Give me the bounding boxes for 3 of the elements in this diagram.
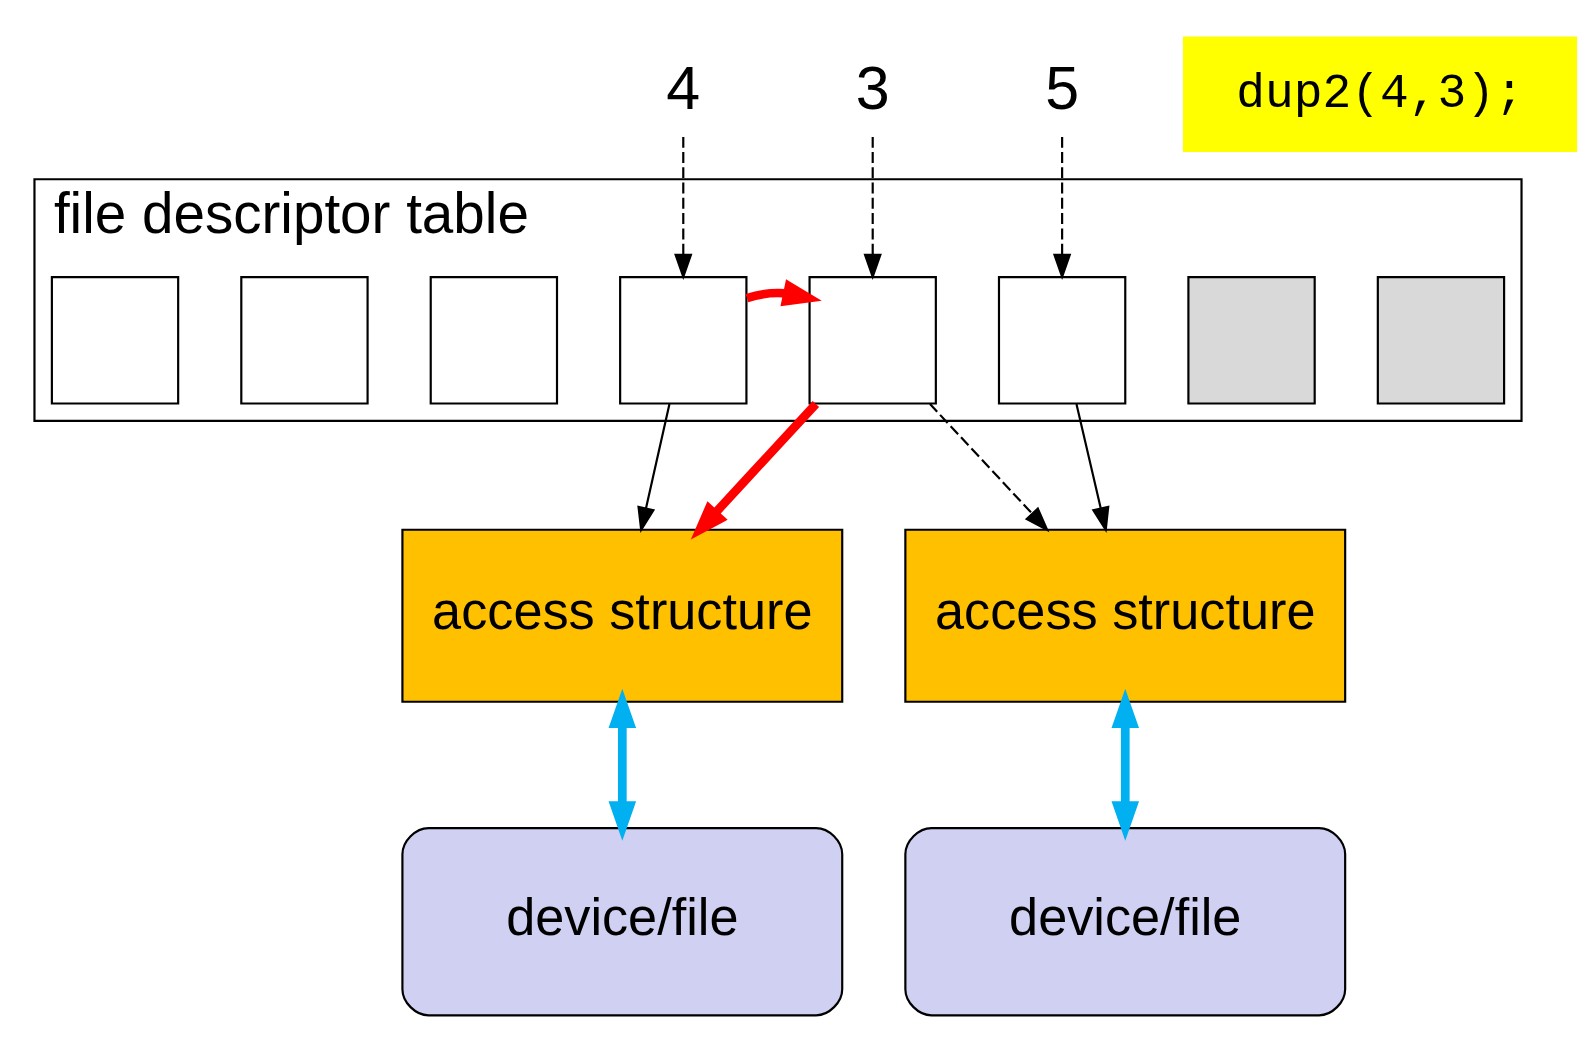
node-text: 5 <box>1045 53 1080 122</box>
node-text: 3 <box>855 53 890 122</box>
node-text: 4 <box>666 53 701 122</box>
